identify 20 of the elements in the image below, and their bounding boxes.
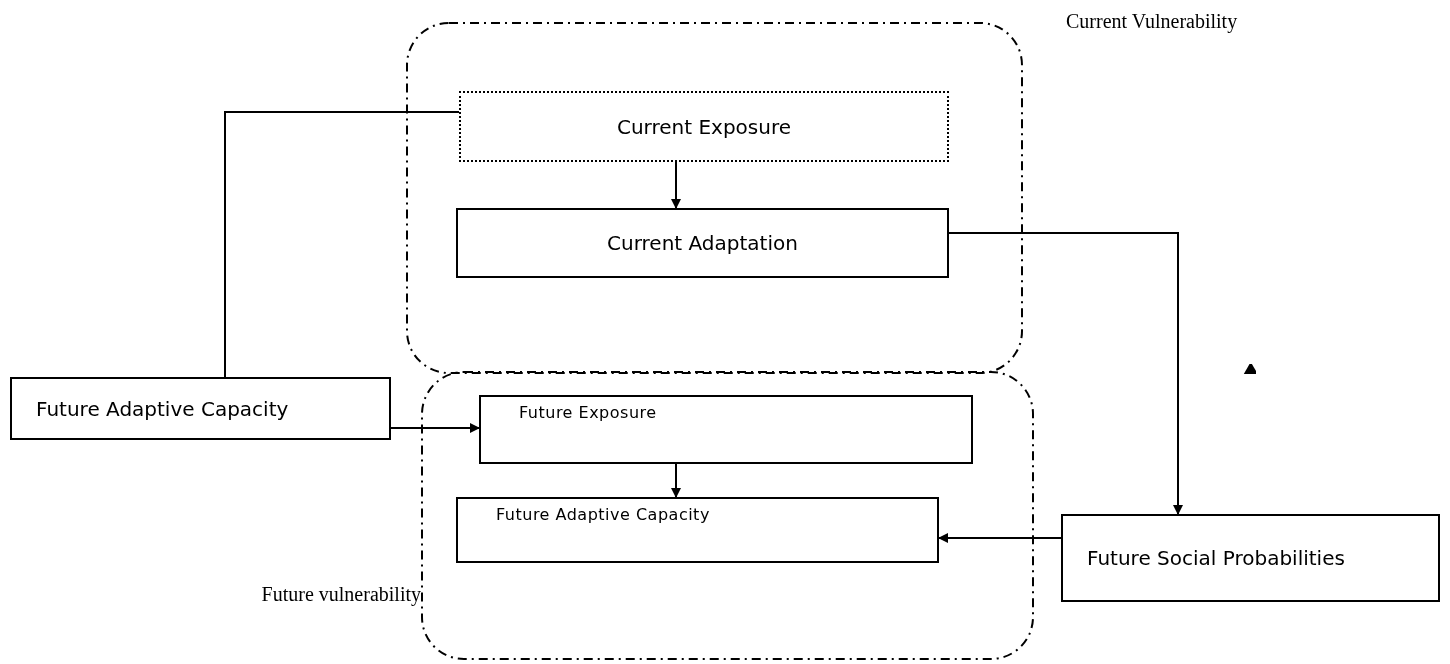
process-box [459,91,949,162]
group-title: Future vulnerability [261,583,421,606]
process-box [456,497,939,563]
box-label: Current Exposure [616,114,792,139]
process-box [479,395,973,464]
arrow [948,232,1183,515]
box-label: Current Adaptation [607,231,798,255]
arrow [938,533,1062,543]
box-label: Future Adaptive Capacity [496,505,710,524]
connector-line [224,111,460,378]
box-label: Future Adaptive Capacity [36,396,289,421]
arrow [671,463,681,498]
group-title: Current Vulnerability [1066,10,1238,33]
arrow [671,161,681,209]
process-box [10,377,391,440]
arrow [390,423,480,433]
process-box [1061,514,1440,602]
process-box [456,208,949,278]
box-label: Future Exposure [519,403,657,422]
box-label: Future Social Probabilities [1087,546,1345,570]
